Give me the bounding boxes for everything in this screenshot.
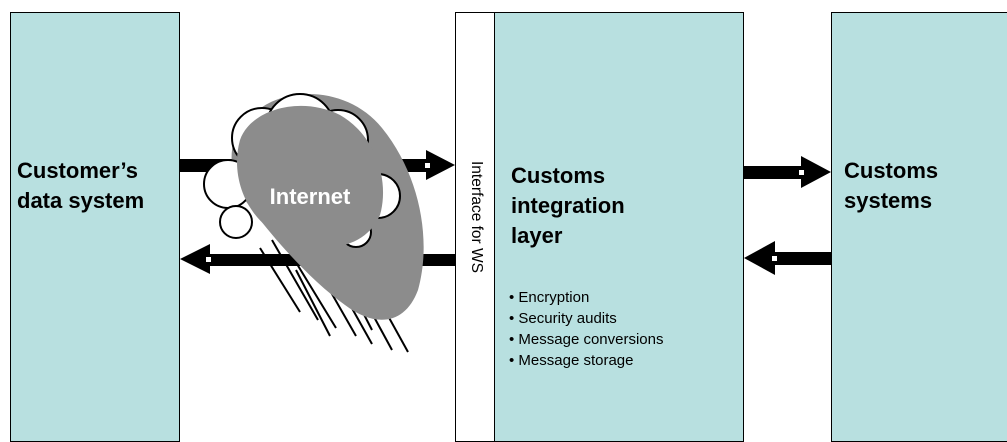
internet-label: Internet — [270, 184, 351, 209]
customer-data-system-box: Customer’s data system — [10, 12, 180, 442]
customs-systems-title: Customs systems — [844, 158, 939, 213]
customs-systems-box: Customs systems — [831, 12, 1007, 442]
internet-cloud-icon: Internet — [203, 93, 424, 353]
feature-item-security-audits: Security audits — [509, 308, 664, 329]
customs-integration-layer-box: Customs integration layer Encryption Sec… — [494, 12, 744, 442]
integration-feature-list: Encryption Security audits Message conve… — [509, 287, 664, 371]
arrow-to-customs-systems — [744, 156, 831, 188]
arrow-to-integration-layer — [744, 241, 831, 275]
interface-for-ws-box: Interface for WS — [455, 12, 495, 442]
customs-integration-layer-title: Customs integration layer — [511, 163, 625, 248]
feature-item-encryption: Encryption — [509, 287, 664, 308]
feature-item-message-conversions: Message conversions — [509, 329, 663, 350]
feature-item-message-storage: Message storage — [509, 350, 664, 371]
diagram-overlay: Internet — [180, 93, 831, 353]
customer-data-system-title: Customer’s data system — [17, 158, 145, 213]
